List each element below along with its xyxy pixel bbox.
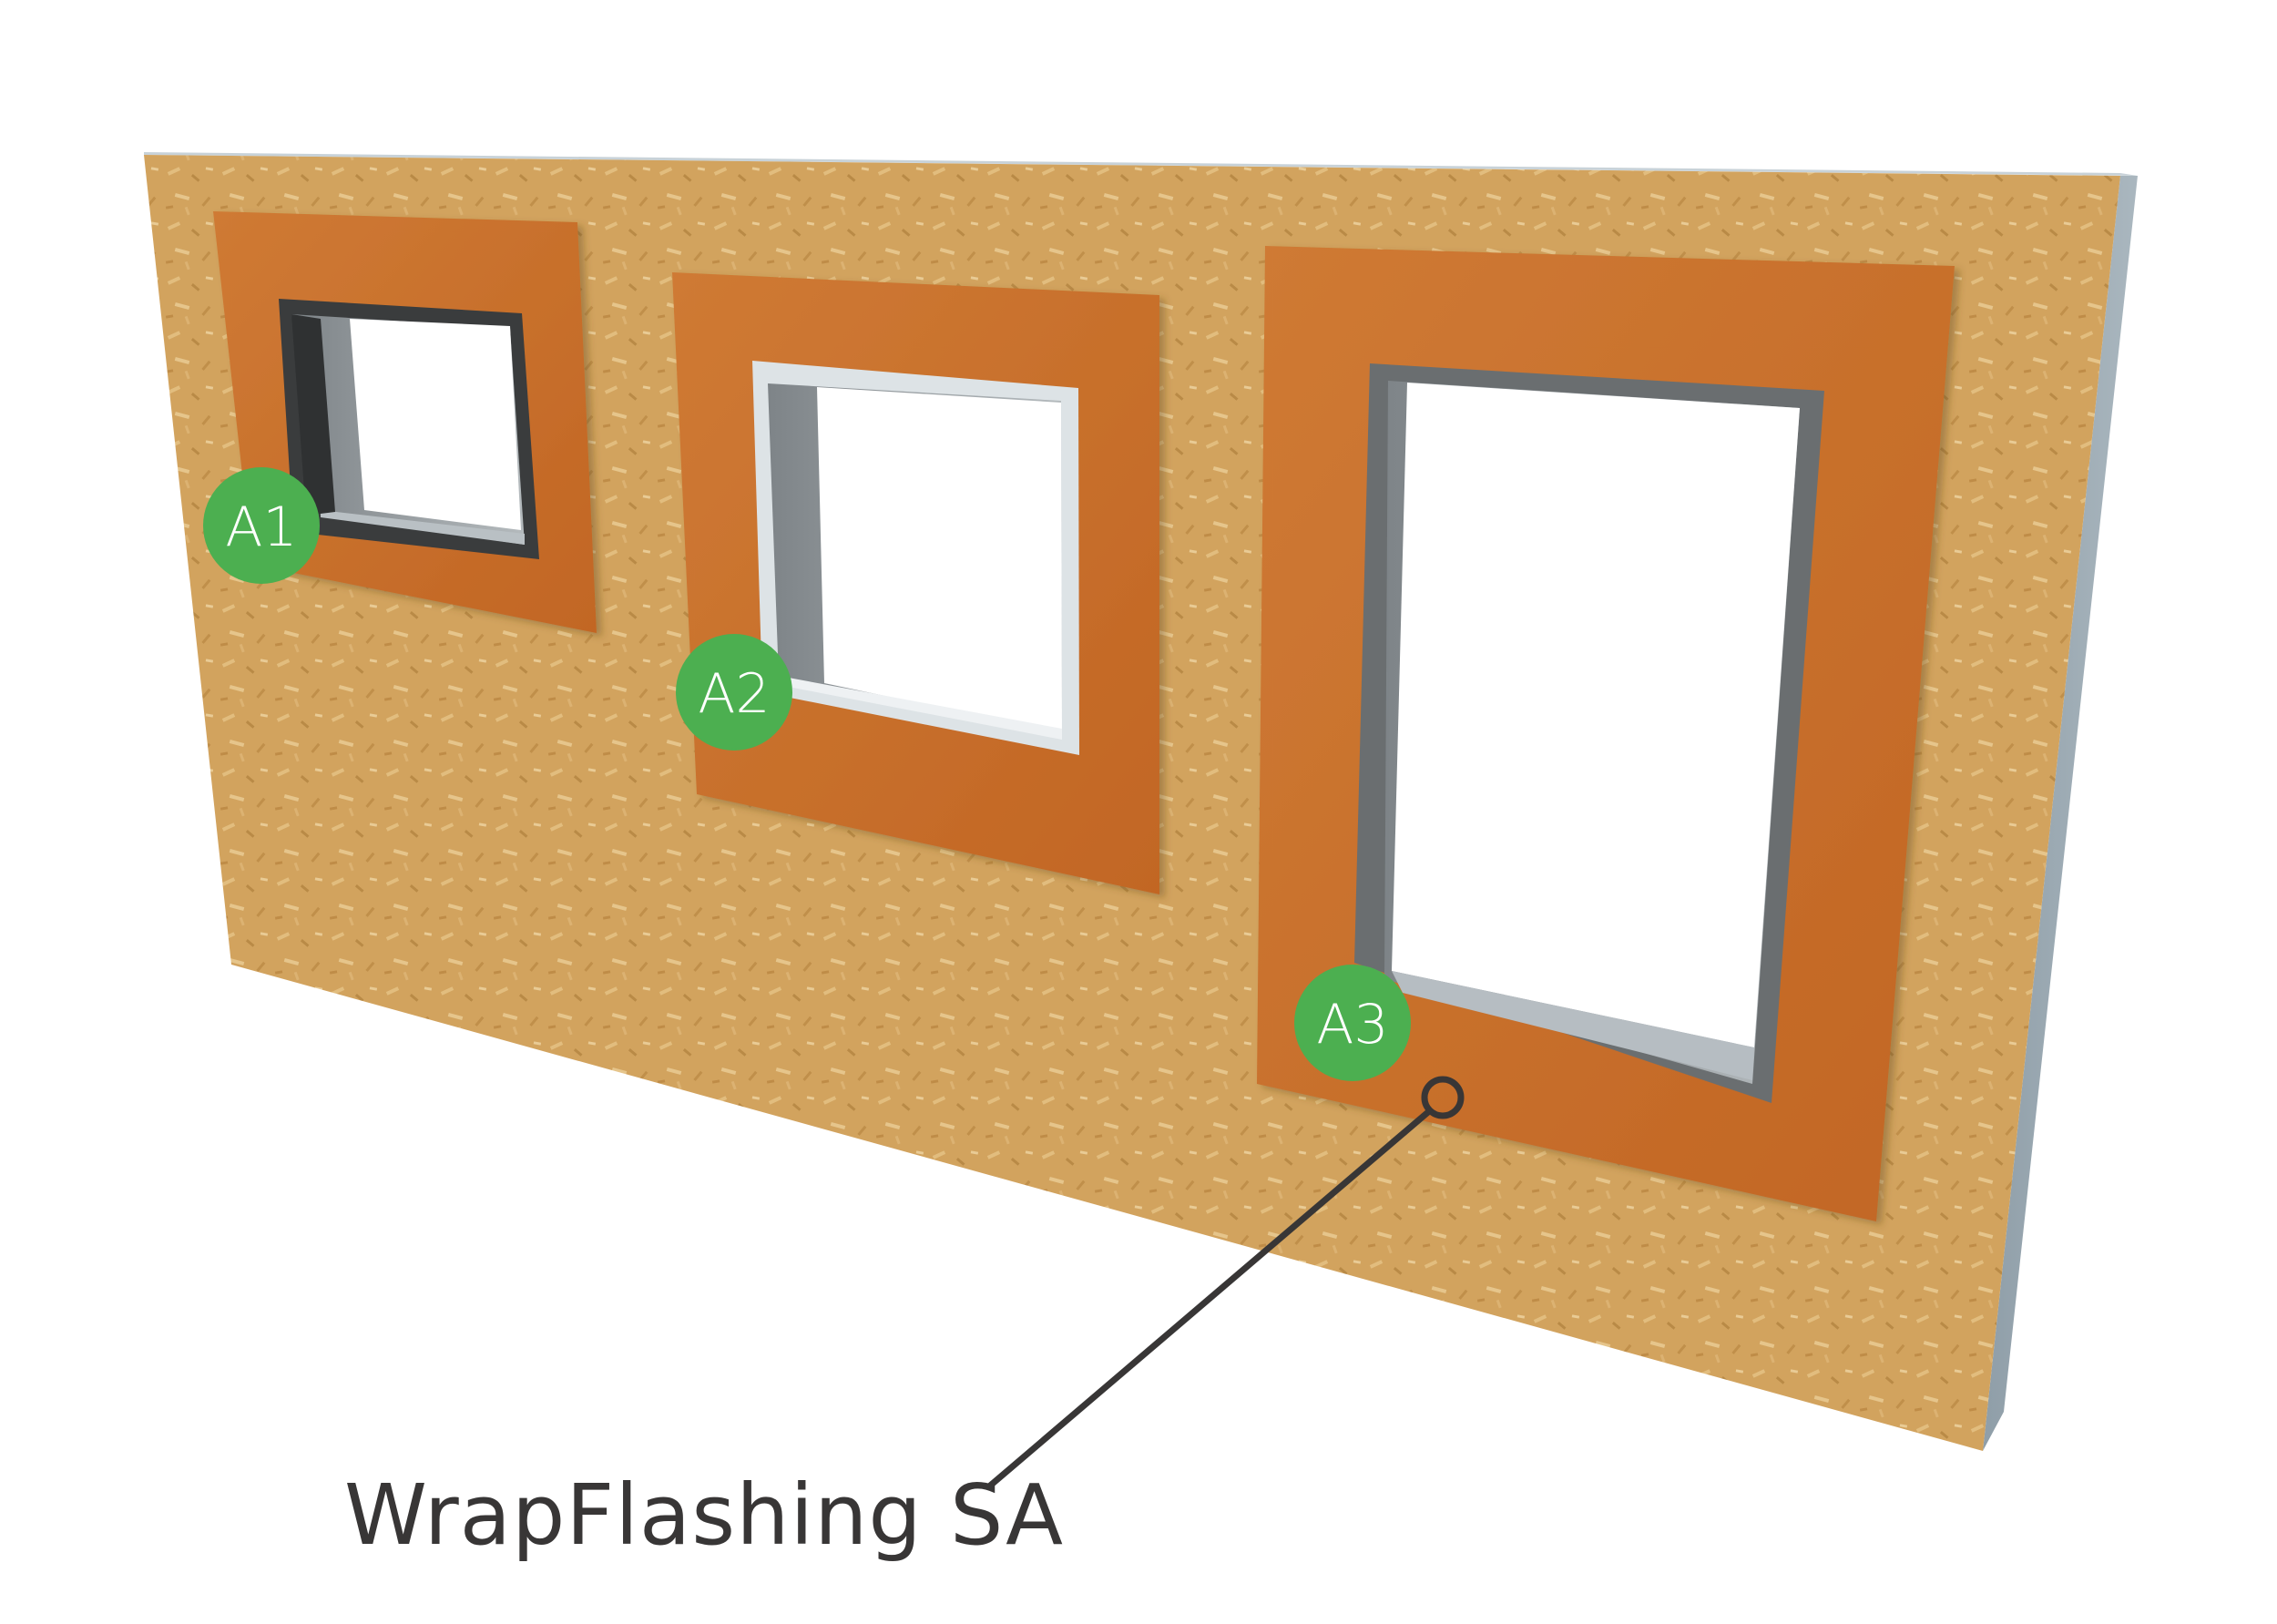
leader-line bbox=[986, 1109, 1431, 1489]
callout-leader bbox=[986, 1076, 1465, 1489]
leader-target-ring-icon bbox=[1421, 1076, 1465, 1119]
badge-a1: A1 bbox=[203, 467, 320, 584]
wall-side-edge bbox=[1983, 176, 2138, 1451]
a1-opening bbox=[350, 319, 521, 530]
badge-a1-label: A1 bbox=[225, 495, 297, 559]
a2-opening bbox=[817, 387, 1062, 733]
badge-a2: A2 bbox=[676, 634, 792, 751]
a2-sill bbox=[779, 676, 1062, 740]
a1-sill bbox=[321, 510, 525, 545]
a3-sill bbox=[1392, 971, 1754, 1080]
a1-frame-left-jamb bbox=[291, 314, 335, 516]
a3-opening bbox=[1392, 383, 1800, 1047]
badge-a2-label: A2 bbox=[698, 662, 770, 726]
opening-a3 bbox=[1257, 246, 1955, 1221]
callout-label-wrapflashing-sa: WrapFlashing SA bbox=[344, 1466, 1064, 1564]
opening-a2 bbox=[672, 272, 1159, 894]
wall-top-edge bbox=[144, 152, 2138, 176]
badge-a3-label: A3 bbox=[1316, 993, 1388, 1057]
badge-a3: A3 bbox=[1294, 965, 1411, 1081]
